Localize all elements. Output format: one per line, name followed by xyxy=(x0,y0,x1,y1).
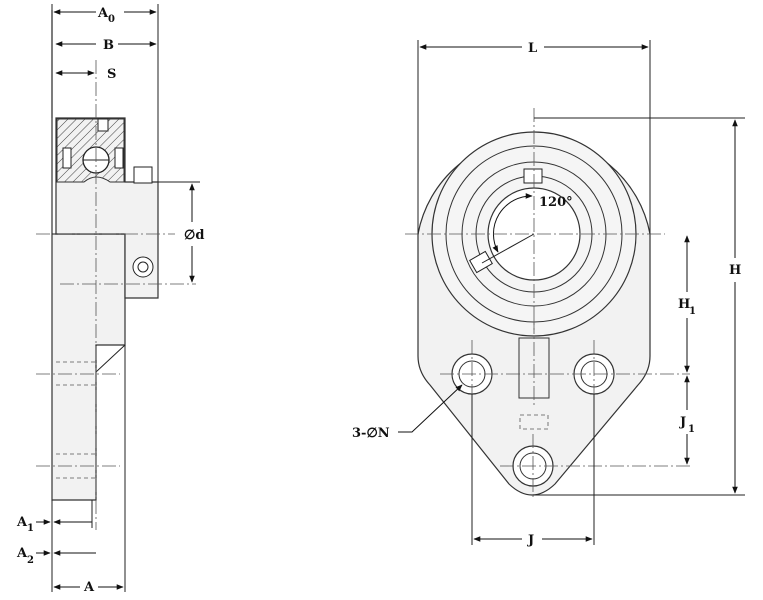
label-a0-sub: 0 xyxy=(108,14,115,25)
label-j1-sub: 1 xyxy=(688,424,695,435)
label-s: S xyxy=(107,67,116,82)
front-set-screw-angled xyxy=(469,250,493,274)
label-j1: J xyxy=(679,415,686,430)
label-l: L xyxy=(528,41,537,56)
label-angle: 120° xyxy=(539,195,573,210)
label-h1: H xyxy=(678,297,690,312)
side-view: A 0 B S ∅d A 1 A 2 A xyxy=(16,4,204,595)
leader-n xyxy=(398,384,463,433)
side-small-bolt-outer xyxy=(132,256,154,278)
label-h: H xyxy=(729,263,741,278)
label-a0: A xyxy=(97,6,109,21)
label-b: B xyxy=(103,38,114,53)
side-set-screw xyxy=(133,166,153,184)
side-seal-left xyxy=(62,147,72,169)
front-set-screw-top xyxy=(523,168,543,184)
side-small-bolt-inner xyxy=(137,261,149,273)
label-a: A xyxy=(83,580,95,595)
label-n: 3-∅N xyxy=(352,426,390,441)
label-d: ∅d xyxy=(184,228,204,243)
front-angle-leg xyxy=(481,233,535,264)
side-flange-plate xyxy=(51,10,126,501)
front-rib-hidden xyxy=(519,414,549,430)
side-seal-right xyxy=(114,147,124,169)
label-h1-sub: 1 xyxy=(689,306,696,317)
label-a2: A xyxy=(16,546,28,561)
label-j: J xyxy=(527,533,534,548)
label-a1: A xyxy=(16,515,28,530)
label-a2-sub: 2 xyxy=(27,555,34,566)
front-view: 120° L H H 1 J 1 J xyxy=(352,40,745,548)
label-a1-sub: 1 xyxy=(27,523,34,534)
side-chamfer xyxy=(95,344,126,374)
front-angle-arc xyxy=(492,193,533,253)
side-grease-nipple xyxy=(97,118,109,132)
